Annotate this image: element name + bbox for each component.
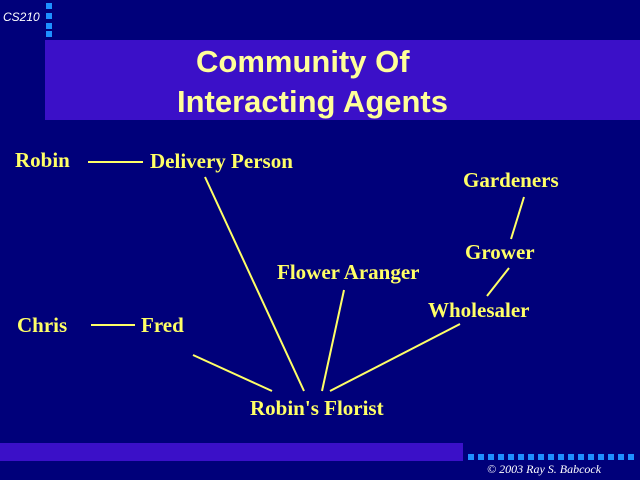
accent-dot (46, 31, 52, 37)
accent-dot (538, 454, 544, 460)
node-delivery-person: Delivery Person (150, 149, 293, 173)
node-wholesaler: Wholesaler (428, 298, 530, 322)
accent-dot (568, 454, 574, 460)
connector-wholesaler-florist (329, 323, 461, 392)
accent-dot (498, 454, 504, 460)
node-flower-aranger: Flower Aranger (277, 260, 420, 284)
node-robins-florist: Robin's Florist (250, 396, 384, 420)
accent-dot (628, 454, 634, 460)
node-grower: Grower (465, 240, 535, 264)
connector-fred-florist (192, 354, 273, 392)
accent-dot (508, 454, 514, 460)
bottom-band (0, 443, 463, 461)
accent-dot (528, 454, 534, 460)
connector-gardeners-grower (510, 196, 525, 240)
accent-dot (488, 454, 494, 460)
node-chris: Chris (17, 313, 68, 337)
accent-dot (518, 454, 524, 460)
title-band (45, 40, 640, 120)
connector-delivery-florist (204, 176, 305, 392)
node-gardeners: Gardeners (463, 168, 559, 192)
connector-aranger-florist (321, 289, 345, 392)
copyright-text: © 2003 Ray S. Babcock (487, 462, 602, 476)
accent-dot (468, 454, 474, 460)
node-robin: Robin (15, 148, 70, 172)
accent-dot (478, 454, 484, 460)
node-fred: Fred (141, 313, 184, 337)
accent-dot (578, 454, 584, 460)
accent-dot (46, 23, 52, 29)
accent-dot (618, 454, 624, 460)
accent-dot (588, 454, 594, 460)
slide-title-line-1: Community Of (196, 44, 410, 79)
accent-dot (558, 454, 564, 460)
course-label: CS210 (3, 10, 40, 24)
accent-dot (598, 454, 604, 460)
connector-grower-wholesaler (486, 267, 510, 297)
accent-dot (46, 13, 52, 19)
accent-dot (548, 454, 554, 460)
slide-title-line-2: Interacting Agents (177, 84, 448, 119)
accent-dot (608, 454, 614, 460)
accent-dot (46, 3, 52, 9)
